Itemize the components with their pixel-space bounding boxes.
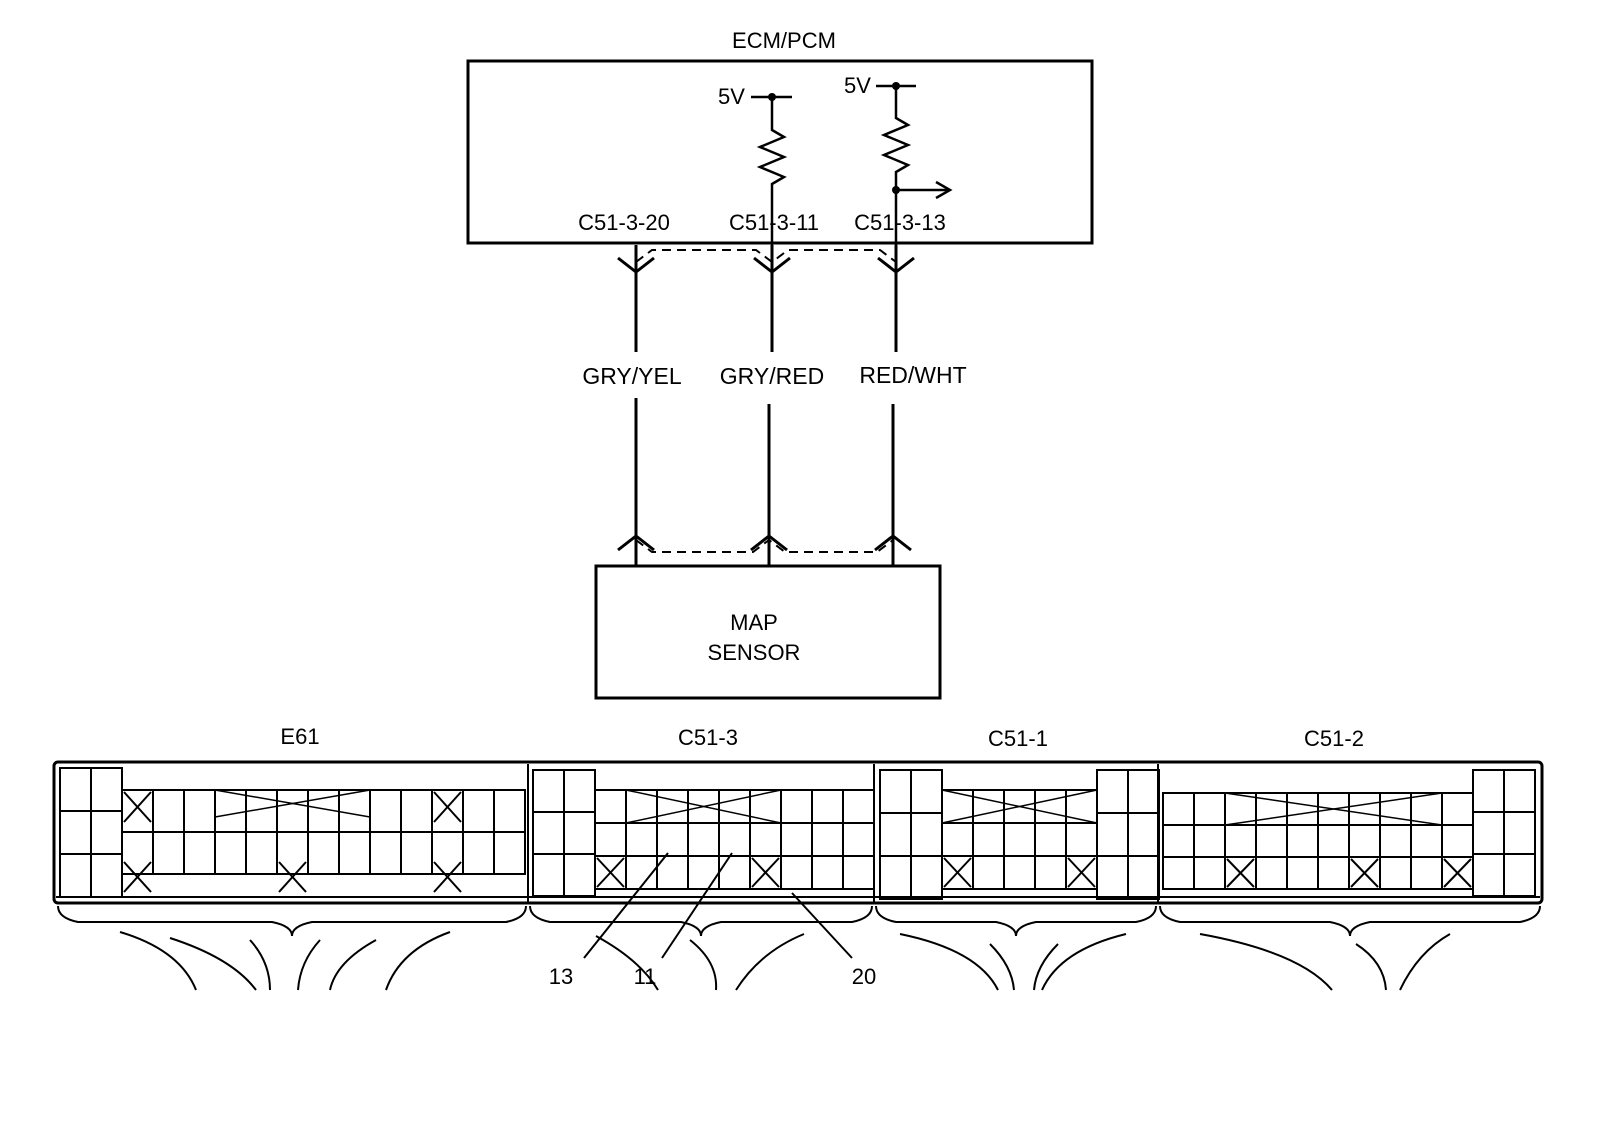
blocked-cavity [433, 861, 462, 893]
wire-bundle-strand [297, 939, 321, 991]
pullup-resistor-1: 5V [718, 84, 792, 245]
blocked-cavity [751, 857, 780, 888]
c51-3-main-block [594, 789, 875, 890]
wire-bundle-strand [385, 931, 451, 991]
callout-20: 20 [852, 964, 876, 989]
connector-blocks [59, 764, 1536, 902]
wire-bundle-strand [249, 939, 271, 991]
c51-2-main-block [1162, 792, 1474, 890]
connector-face-view [52, 760, 1544, 991]
blocked-cavity [433, 791, 462, 823]
c51-1-main-block [941, 789, 1098, 890]
wire-bundle-strand [329, 939, 377, 991]
blocked-cavity [1350, 858, 1379, 888]
connector-braces [57, 905, 1541, 991]
wire-bundle-strand [1041, 933, 1127, 991]
wire-color-label-2: GRY/RED [720, 363, 824, 389]
supply-5v-label-right: 5V [844, 73, 871, 98]
connector-label-c51-2: C51-2 [1304, 726, 1364, 751]
blocked-row-mark [625, 789, 782, 824]
harness [617, 245, 915, 566]
wire-bundle-strand [1033, 943, 1059, 991]
c51-2-end-block [1472, 769, 1536, 897]
blocked-cavity [1443, 858, 1472, 888]
blocked-cavity [1226, 858, 1255, 888]
blocked-row-mark [941, 789, 1098, 824]
connector-label-c51-1: C51-1 [988, 726, 1048, 751]
map-sensor: MAP SENSOR [594, 564, 942, 700]
e61-main-block [121, 789, 526, 875]
wire-bundle-strand [1355, 943, 1387, 991]
wire-bundle-strand [595, 935, 659, 991]
callout-leader-20 [791, 892, 853, 959]
blocked-row-mark [214, 789, 371, 818]
ecm-pcm-module: ECM/PCM 5V 5V C51-3-20 C51-3-11 C51-3-13 [466, 28, 1094, 245]
sensor-label-line1: MAP [730, 610, 778, 635]
map-sensor-box [594, 564, 942, 700]
blocked-cavity [943, 857, 972, 888]
c51-1-right-block [1096, 769, 1160, 900]
wire-bundle-strand [689, 939, 718, 991]
wire-bundle-strand [899, 933, 999, 991]
wire-color-label-1: GRY/YEL [582, 363, 681, 389]
wire-bundle-strand [989, 943, 1015, 991]
pullup-resistor-2: 5V [844, 73, 953, 245]
c51-3-end-block [532, 769, 596, 897]
supply-5v-label-left: 5V [718, 84, 745, 109]
blocked-cavity [596, 857, 625, 888]
ecm-box [466, 59, 1094, 245]
blocked-cavity [123, 791, 152, 823]
blocked-cavity [1067, 857, 1096, 888]
blocked-row-mark [1224, 792, 1443, 826]
callout-13: 13 [549, 964, 573, 989]
pin-label-1: C51-3-20 [578, 210, 670, 235]
e61-end-block [59, 767, 123, 898]
blocked-cavities [123, 789, 1472, 893]
connector-label-e61: E61 [280, 724, 319, 749]
pin-callouts [583, 852, 853, 959]
wire-bundle-strand [1199, 933, 1333, 991]
blocked-cavity [278, 861, 307, 893]
wire-bundle-strand [1399, 933, 1451, 991]
wire-bundle-strand [735, 933, 805, 991]
blocked-cavity [123, 861, 152, 893]
c51-1-left-block [879, 769, 943, 900]
pin-label-3: C51-3-13 [854, 210, 946, 235]
wire-bundle-strand [169, 937, 257, 991]
callout-11: 11 [634, 964, 657, 989]
ecm-title: ECM/PCM [732, 28, 836, 53]
callout-leader-13 [583, 852, 669, 959]
connector-label-c51-3: C51-3 [678, 725, 738, 750]
wire-color-label-3: RED/WHT [859, 362, 966, 388]
callout-leader-11 [661, 852, 733, 959]
sensor-label-line2: SENSOR [708, 640, 801, 665]
pin-label-2: C51-3-11 [729, 210, 819, 235]
wire-bundle-strand [119, 931, 197, 991]
